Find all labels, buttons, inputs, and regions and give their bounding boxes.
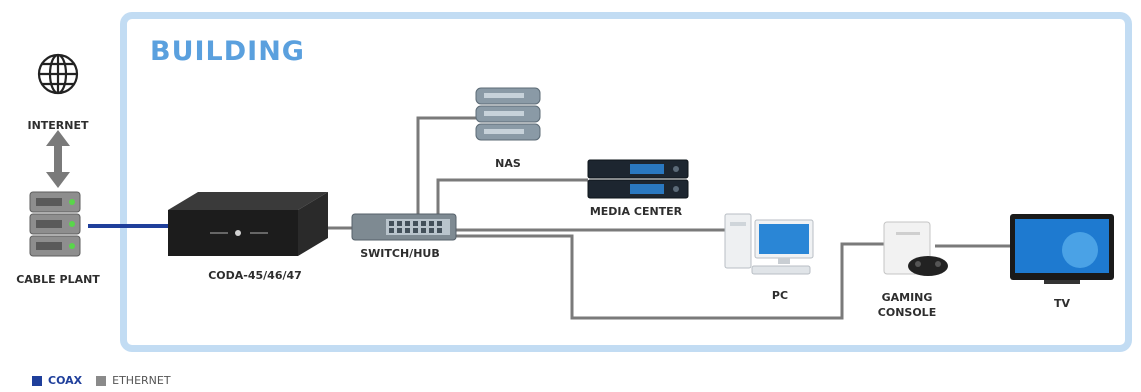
gaming-console-icon [883, 221, 948, 276]
media-center-icon [587, 159, 689, 199]
media-center-label: MEDIA CENTER [589, 205, 683, 218]
switch-hub-label: SWITCH/HUB [360, 247, 440, 260]
pc-label: PC [771, 289, 789, 302]
coax-swatch [32, 375, 42, 386]
link-switch-media-center [436, 178, 588, 222]
ethernet-swatch [96, 375, 107, 386]
nas-label: NAS [495, 157, 521, 170]
globe-icon [37, 53, 79, 95]
link-switch-nas [416, 116, 476, 222]
tv-label: TV [1053, 297, 1071, 310]
cable-plant-label: CABLE PLANT [16, 273, 100, 286]
gaming-console-label-line2: CONSOLE [877, 306, 937, 319]
tv-icon [1010, 214, 1114, 284]
coda-label: CODA-45/46/47 [208, 269, 302, 282]
legend-ethernet-label: ETHERNET [112, 374, 171, 387]
switch-hub-icon [351, 213, 457, 241]
internet-label: INTERNET [27, 119, 89, 132]
cable-plant-icon [29, 191, 81, 257]
legend: COAX ETHERNET [32, 374, 171, 387]
internet-link-arrow [46, 130, 70, 188]
gaming-console-label-line1: GAMING [881, 291, 933, 304]
pc-icon [724, 213, 814, 275]
coda-device-icon [168, 192, 328, 256]
nas-icon [475, 87, 541, 141]
building-title: BUILDING [150, 36, 305, 67]
legend-coax-label: COAX [48, 374, 83, 387]
link-switch-gaming [455, 234, 884, 320]
